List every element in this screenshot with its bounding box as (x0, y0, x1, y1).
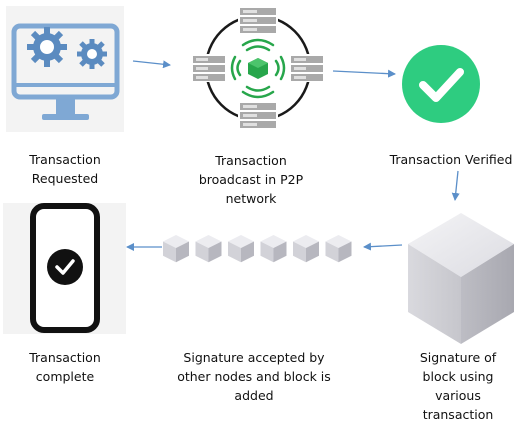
small-block-3 (228, 235, 254, 263)
flow-arrows (126, 60, 460, 251)
caption-transaction-broadcast: Transaction broadcast in P2P network (198, 153, 304, 206)
monitor-gears-icon (6, 6, 124, 132)
caption-signature-of-block: Signature of block using various transac… (419, 350, 497, 422)
small-block-4 (260, 235, 287, 263)
caption-transaction-verified: Transaction Verified (389, 152, 513, 167)
large-gear-icon (27, 27, 67, 67)
caption-transaction-complete: Transaction complete (29, 350, 101, 384)
small-gear-icon (77, 39, 107, 69)
server-right (289, 54, 325, 82)
arrow-broadcast-to-verified (332, 69, 396, 78)
server-top (238, 6, 278, 34)
cube-icon (408, 213, 514, 344)
block-chain-icon (163, 235, 352, 263)
arrow-signature-to-accepted (363, 242, 403, 251)
caption-transaction-requested: Transaction Requested (29, 152, 101, 186)
arrow-requested-to-broadcast (132, 60, 171, 69)
smartphone-check-icon (3, 203, 126, 334)
server-bottom (238, 101, 278, 129)
small-block-2 (195, 235, 222, 263)
caption-signature-accepted: Signature accepted by other nodes and bl… (177, 350, 331, 403)
small-block-6 (325, 235, 352, 263)
server-left (191, 54, 227, 82)
small-block-1 (163, 235, 189, 263)
p2p-network-icon (191, 6, 325, 129)
small-block-5 (293, 235, 319, 263)
center-node-icon (230, 38, 286, 99)
arrow-verified-to-signature (451, 170, 460, 201)
checkmark-circle-icon (402, 45, 480, 123)
